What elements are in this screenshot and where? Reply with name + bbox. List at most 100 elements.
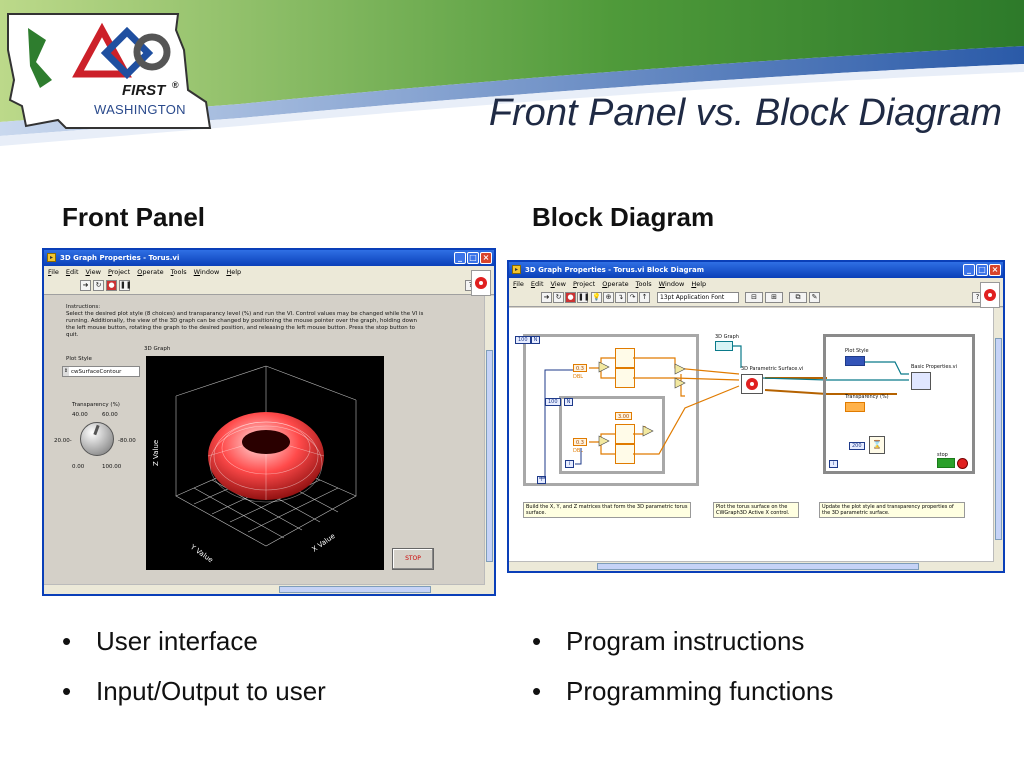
outer-for-loop[interactable]	[523, 334, 699, 486]
bd-horizontal-scrollbar[interactable]	[509, 561, 994, 571]
wait-ms-icon[interactable]: ⌛	[869, 436, 885, 454]
distribute-objects-icon[interactable]: ⊞	[765, 292, 783, 303]
fp-instructions-heading: Instructions:	[66, 304, 101, 310]
cleanup-diagram-icon[interactable]: ✎	[809, 292, 820, 303]
menu-operate[interactable]: Operate	[602, 280, 629, 288]
block-diagram-window[interactable]: ▸ 3D Graph Properties - Torus.vi Block D…	[507, 260, 1005, 573]
3d-graph-display[interactable]: Z Value Y Value X Value	[146, 356, 384, 570]
constant-0-3-b[interactable]: 0.3	[573, 438, 587, 446]
stop-terminal[interactable]	[937, 458, 955, 468]
menu-edit[interactable]: Edit	[530, 280, 544, 288]
x-axis-label: X Value	[311, 532, 337, 554]
knob-tick-80: -80.00	[118, 438, 136, 444]
retain-wire-icon[interactable]: ⊕	[603, 292, 614, 303]
basic-properties-vi[interactable]	[911, 372, 931, 390]
ring-arrows-icon[interactable]: ⇕	[63, 367, 69, 376]
menu-file[interactable]: File	[48, 268, 59, 276]
minimize-button[interactable]: _	[454, 252, 466, 264]
comment-build-matrices: Build the X, Y, and Z matrices that form…	[523, 502, 691, 518]
reorder-icon[interactable]: ⧉	[789, 292, 807, 303]
menu-window[interactable]: Window	[193, 268, 220, 276]
pause-icon[interactable]: ❚❚	[119, 280, 132, 291]
labview-app-icon: ▸	[47, 253, 56, 262]
graph-terminal[interactable]	[715, 341, 733, 351]
plot-style-label: Plot Style	[66, 356, 92, 362]
fp-title-bar[interactable]: ▸ 3D Graph Properties - Torus.vi _ □ ×	[44, 250, 494, 266]
maximize-button[interactable]: □	[976, 264, 988, 276]
maximize-button[interactable]: □	[467, 252, 479, 264]
font-selector[interactable]: 13pt Application Font	[657, 292, 739, 303]
menu-file[interactable]: File	[513, 280, 524, 288]
run-arrow-icon[interactable]: ➜	[80, 280, 91, 291]
menu-help[interactable]: Help	[226, 268, 242, 276]
logo-washington-text: WASHINGTON	[94, 102, 186, 117]
inner-i-terminal: i	[565, 460, 574, 468]
step-over-icon[interactable]: ↷	[627, 292, 638, 303]
inner-n-terminal: N	[564, 398, 573, 406]
menu-project[interactable]: Project	[107, 268, 131, 276]
pause-icon[interactable]: ❚❚	[577, 292, 590, 303]
run-continuous-icon[interactable]: ↻	[93, 280, 104, 291]
menu-tools[interactable]: Tools	[170, 268, 187, 276]
menu-help[interactable]: Help	[691, 280, 707, 288]
transparency-knob[interactable]	[80, 422, 114, 456]
minimize-button[interactable]: _	[963, 264, 975, 276]
constant-3-00[interactable]: 3.00	[615, 412, 633, 420]
bd-canvas: 100 N i 100 N i 0.3 DBL 0.3 DBL 3.00	[509, 308, 1003, 571]
fp-toolbar: ➜ ↻ ● ❚❚ ?	[44, 278, 494, 295]
constant-0-3-a[interactable]: 0.3	[573, 364, 587, 372]
header-swoosh	[0, 0, 1024, 146]
menu-tools[interactable]: Tools	[635, 280, 652, 288]
menu-project[interactable]: Project	[572, 280, 596, 288]
outer-loop-count[interactable]: 100	[515, 336, 531, 344]
plot-style-ring[interactable]: ⇕ cwSurfaceContour	[62, 366, 140, 377]
wait-ms-constant[interactable]: 200	[849, 442, 865, 450]
slide-header: FIRST ® WASHINGTON Front Panel vs. Block…	[0, 0, 1024, 150]
dbl-label-a: DBL	[573, 374, 584, 380]
fp-vertical-scrollbar[interactable]	[484, 296, 494, 594]
outer-i-terminal: i	[537, 476, 546, 484]
front-panel-window[interactable]: ▸ 3D Graph Properties - Torus.vi _ □ × F…	[42, 248, 496, 596]
menu-edit[interactable]: Edit	[65, 268, 79, 276]
while-loop[interactable]	[823, 334, 975, 474]
bd-menu-bar: File Edit View Project Operate Tools Win…	[509, 278, 1003, 290]
outer-n-terminal: N	[531, 336, 540, 344]
dbl-label-b: DBL	[573, 448, 584, 454]
fp-menu-bar: File Edit View Project Operate Tools Win…	[44, 266, 494, 278]
parametric-surface-vi[interactable]	[741, 374, 763, 394]
bullet-program-instructions: Program instructions	[528, 624, 833, 674]
close-button[interactable]: ×	[480, 252, 492, 264]
graph-label: 3D Graph	[144, 346, 171, 352]
torus-plot: Z Value Y Value X Value	[152, 365, 357, 564]
bullet-input-output: Input/Output to user	[58, 674, 326, 724]
run-continuous-icon[interactable]: ↻	[553, 292, 564, 303]
run-arrow-icon[interactable]: ➜	[541, 292, 552, 303]
knob-tick-20: 20.00-	[54, 438, 72, 444]
stop-button[interactable]: STOP	[392, 548, 434, 570]
bd-title-bar[interactable]: ▸ 3D Graph Properties - Torus.vi Block D…	[509, 262, 1003, 278]
wire-layer	[539, 345, 909, 479]
abort-icon[interactable]: ●	[106, 280, 117, 291]
highlight-execution-icon[interactable]: 💡	[591, 292, 602, 303]
bd-vertical-scrollbar[interactable]	[993, 308, 1003, 571]
menu-view[interactable]: View	[550, 280, 566, 288]
step-out-icon[interactable]: ↑	[639, 292, 650, 303]
bd-window-title: 3D Graph Properties - Torus.vi Block Dia…	[525, 266, 705, 274]
abort-icon[interactable]: ●	[565, 292, 576, 303]
step-into-icon[interactable]: ↴	[615, 292, 626, 303]
plot-style-terminal-label: Plot Style	[845, 348, 869, 354]
menu-view[interactable]: View	[85, 268, 101, 276]
transparency-label: Transparency (%)	[72, 402, 120, 408]
block-diagram-bullets: Program instructions Programming functio…	[528, 624, 833, 724]
fp-window-title: 3D Graph Properties - Torus.vi	[60, 254, 180, 262]
menu-window[interactable]: Window	[658, 280, 685, 288]
align-objects-icon[interactable]: ⊟	[745, 292, 763, 303]
inner-for-loop[interactable]	[559, 396, 665, 474]
plot-style-terminal[interactable]	[845, 356, 865, 366]
transparency-terminal[interactable]	[845, 402, 865, 412]
fp-horizontal-scrollbar[interactable]	[44, 584, 485, 594]
bd-toolbar: ➜ ↻ ● ❚❚ 💡 ⊕ ↴ ↷ ↑ 13pt Application Font…	[509, 290, 1003, 307]
close-button[interactable]: ×	[989, 264, 1001, 276]
stop-condition-icon[interactable]	[957, 458, 968, 469]
menu-operate[interactable]: Operate	[137, 268, 164, 276]
